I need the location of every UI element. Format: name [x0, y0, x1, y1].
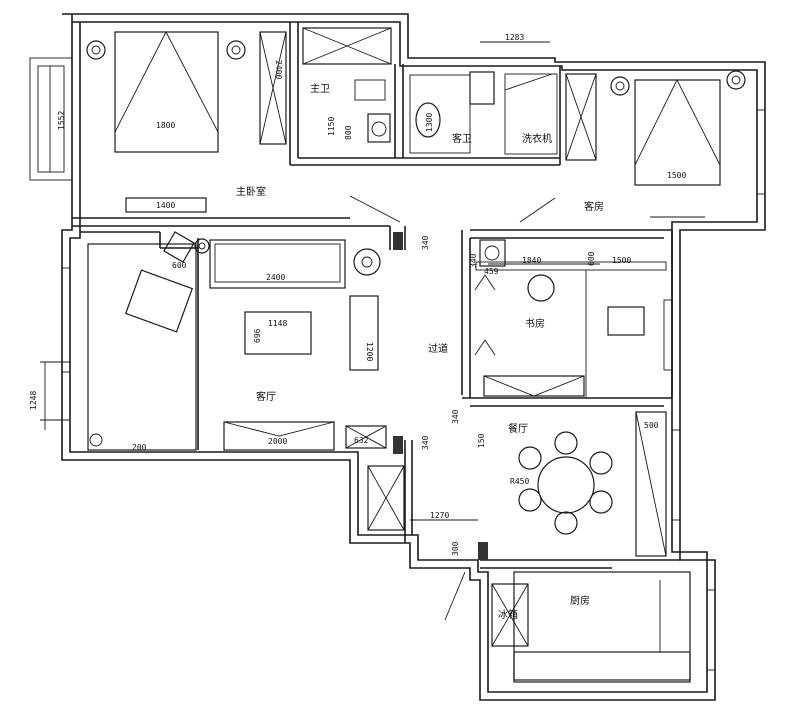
wall-blocks: [393, 232, 488, 560]
guest-bath-fixtures: [409, 71, 558, 155]
dim-master-window: 1552: [57, 111, 66, 130]
master-window: [29, 57, 73, 181]
dim-coffee-table-depth: 696: [253, 328, 262, 343]
dim-dining-table: R450: [510, 477, 529, 486]
dim-tv-stand: 2000: [268, 437, 287, 446]
dim-wall-b: 340: [421, 435, 430, 450]
doors: [349, 195, 556, 621]
dim-master-bath-a: 1150: [327, 117, 336, 136]
dim-study-a: 459: [484, 267, 499, 276]
dim-study-desk: 1840: [522, 256, 541, 265]
dim-living-side: 632: [354, 436, 369, 445]
dim-living-window: 1248: [29, 391, 38, 410]
living-room-furniture: [61, 231, 387, 451]
dim-study-c: 340: [469, 253, 478, 268]
dim-wall-a: 340: [421, 235, 430, 250]
interior-walls: [72, 22, 680, 569]
kitchen-label: 厨房: [570, 594, 590, 607]
dim-study-b: 600: [587, 251, 596, 266]
laundry-label: 洗衣机: [522, 132, 552, 145]
dim-sofa: 2400: [266, 273, 285, 282]
outer-walls: [61, 13, 766, 701]
dim-master-bath-b: 800: [344, 125, 353, 140]
dim-dining-a: 340: [451, 409, 460, 424]
dim-guest-bath-a: 1283: [505, 33, 524, 42]
corridor-label: 过道: [428, 342, 448, 355]
dim-master-bed: 1800: [156, 121, 175, 130]
dim-dining-b: 150: [477, 433, 486, 448]
dim-corridor: 1270: [430, 511, 449, 520]
master-bedroom-furniture: [86, 31, 287, 213]
dim-tv-cabinet: 1200: [365, 342, 374, 361]
dim-chair: 600: [172, 261, 187, 270]
master-bath-label: 主卫: [310, 83, 330, 95]
dim-guest-bed: 1500: [667, 171, 686, 180]
guest-room-label: 客房: [584, 200, 604, 213]
living-room-label: 客厅: [256, 390, 276, 403]
dim-master-tv: 1400: [156, 201, 175, 210]
guest-bath-label: 客卫: [452, 132, 472, 145]
fridge-label: 冰箱: [498, 608, 518, 621]
dim-coffee-table: 1148: [268, 319, 287, 328]
dim-master-wardrobe: 2400: [274, 60, 283, 79]
dim-guest-bath-b: 1300: [425, 113, 434, 132]
master-bath-fixtures: [302, 27, 392, 143]
dim-living-corner: 200: [132, 443, 147, 452]
dim-dining-c: 500: [644, 421, 659, 430]
study-label: 书房: [525, 317, 545, 330]
study-furniture: [475, 239, 673, 398]
dining-room-label: 餐厅: [508, 422, 528, 435]
dining-furniture: [367, 411, 681, 557]
dimension-lines: [40, 41, 600, 521]
master-bedroom-label: 主卧室: [236, 185, 266, 198]
dim-kitchen-door: 300: [451, 541, 460, 556]
guest-room-furniture: [565, 70, 766, 218]
kitchen-furniture: [491, 571, 716, 683]
dim-study-shelf: 1500: [612, 256, 631, 265]
